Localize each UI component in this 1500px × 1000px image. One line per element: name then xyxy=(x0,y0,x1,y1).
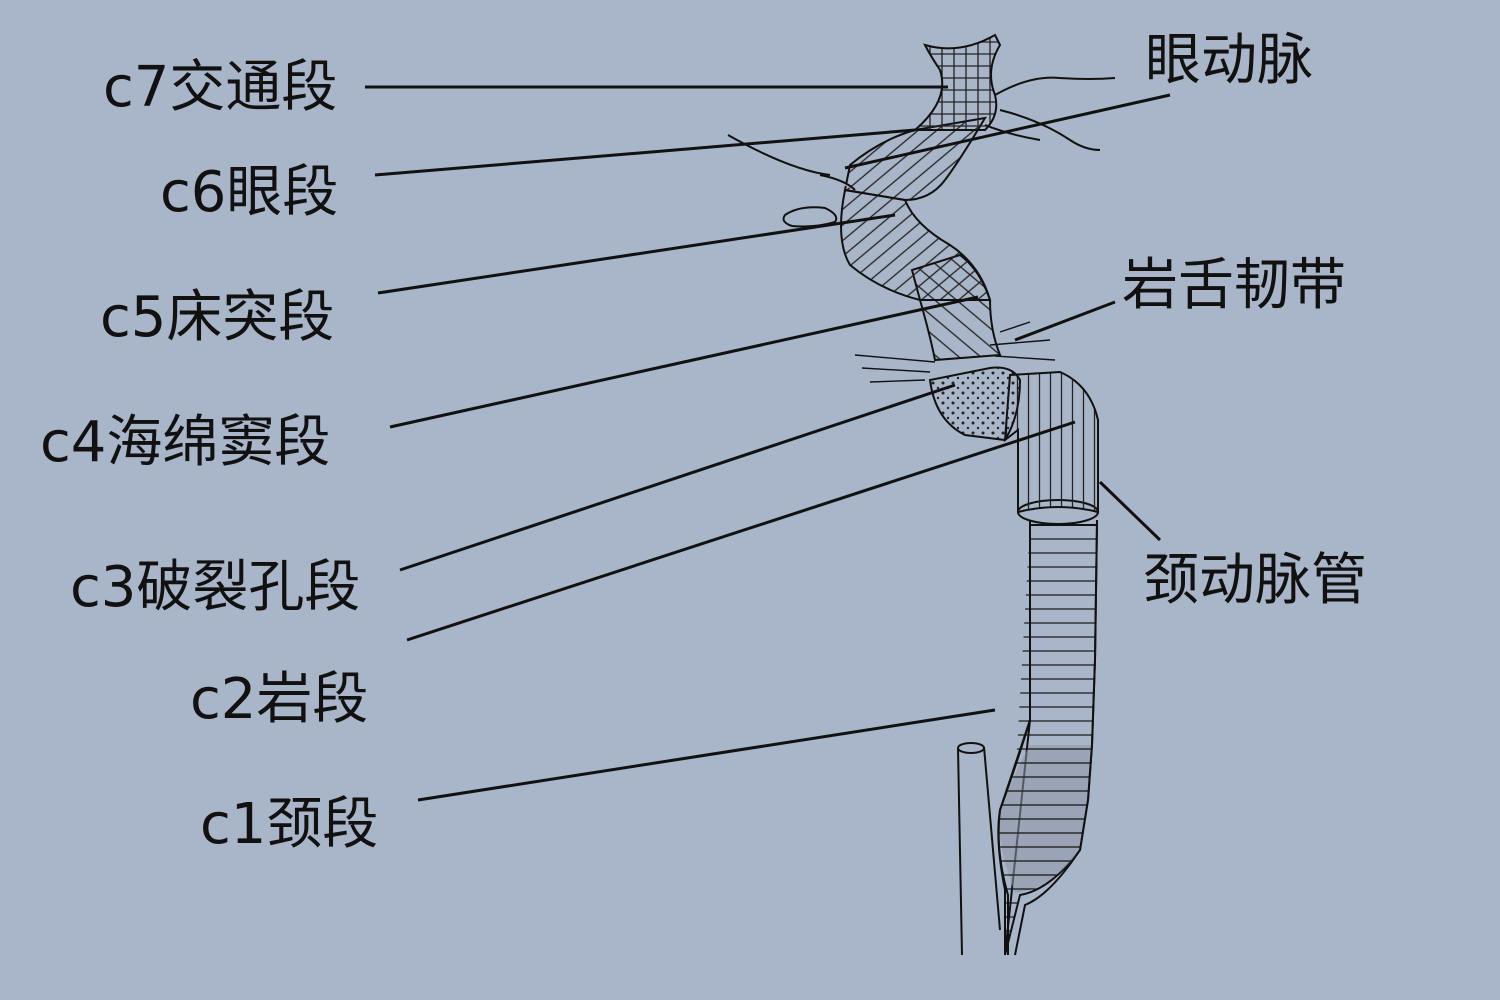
label-carotid-canal: 颈动脉管 xyxy=(1143,548,1367,613)
segment-c3-lacerum xyxy=(928,366,1022,442)
segment-c5-clinoid xyxy=(840,188,992,301)
petrolingual-ligament-fibers xyxy=(854,321,1056,383)
segment-c2-petrous xyxy=(1003,370,1099,514)
label-c4-cavernous: c4海绵窦段 xyxy=(40,410,331,475)
leader-petrolingual xyxy=(1014,300,1116,342)
label-c2-petrous: c2岩段 xyxy=(190,667,369,732)
label-petrolingual-ligament: 岩舌韧带 xyxy=(1122,253,1346,318)
leader-c5 xyxy=(377,213,896,295)
external-carotid-stub xyxy=(957,746,1001,956)
segment-c7-communicating xyxy=(912,33,1002,131)
leader-lines xyxy=(365,85,1171,802)
leader-c3 xyxy=(399,383,956,572)
ophthalmic-artery-branches xyxy=(984,76,1116,151)
segment-c6-ophthalmic xyxy=(843,116,987,202)
leader-c6 xyxy=(374,128,916,177)
leader-c1 xyxy=(417,708,996,802)
label-ophthalmic-artery: 眼动脉 xyxy=(1145,28,1313,93)
label-c5-clinoid: c5床突段 xyxy=(100,285,335,350)
label-c7-communicating: c7交通段 xyxy=(103,55,338,120)
segment-c1-outline xyxy=(997,519,1098,956)
clinoid-process xyxy=(727,134,856,228)
external-carotid-opening xyxy=(957,742,985,754)
leader-c2 xyxy=(406,420,1076,642)
leader-c4 xyxy=(389,295,979,429)
leader-ophthalmic xyxy=(844,93,1171,170)
label-c6-ophthalmic: c6眼段 xyxy=(160,160,339,225)
segment-c1-lower-stripes xyxy=(999,745,1092,893)
label-c3-lacerum: c3破裂孔段 xyxy=(70,555,361,620)
label-c1-cervical: c1颈段 xyxy=(200,792,379,857)
leader-carotid-canal xyxy=(1098,480,1162,542)
